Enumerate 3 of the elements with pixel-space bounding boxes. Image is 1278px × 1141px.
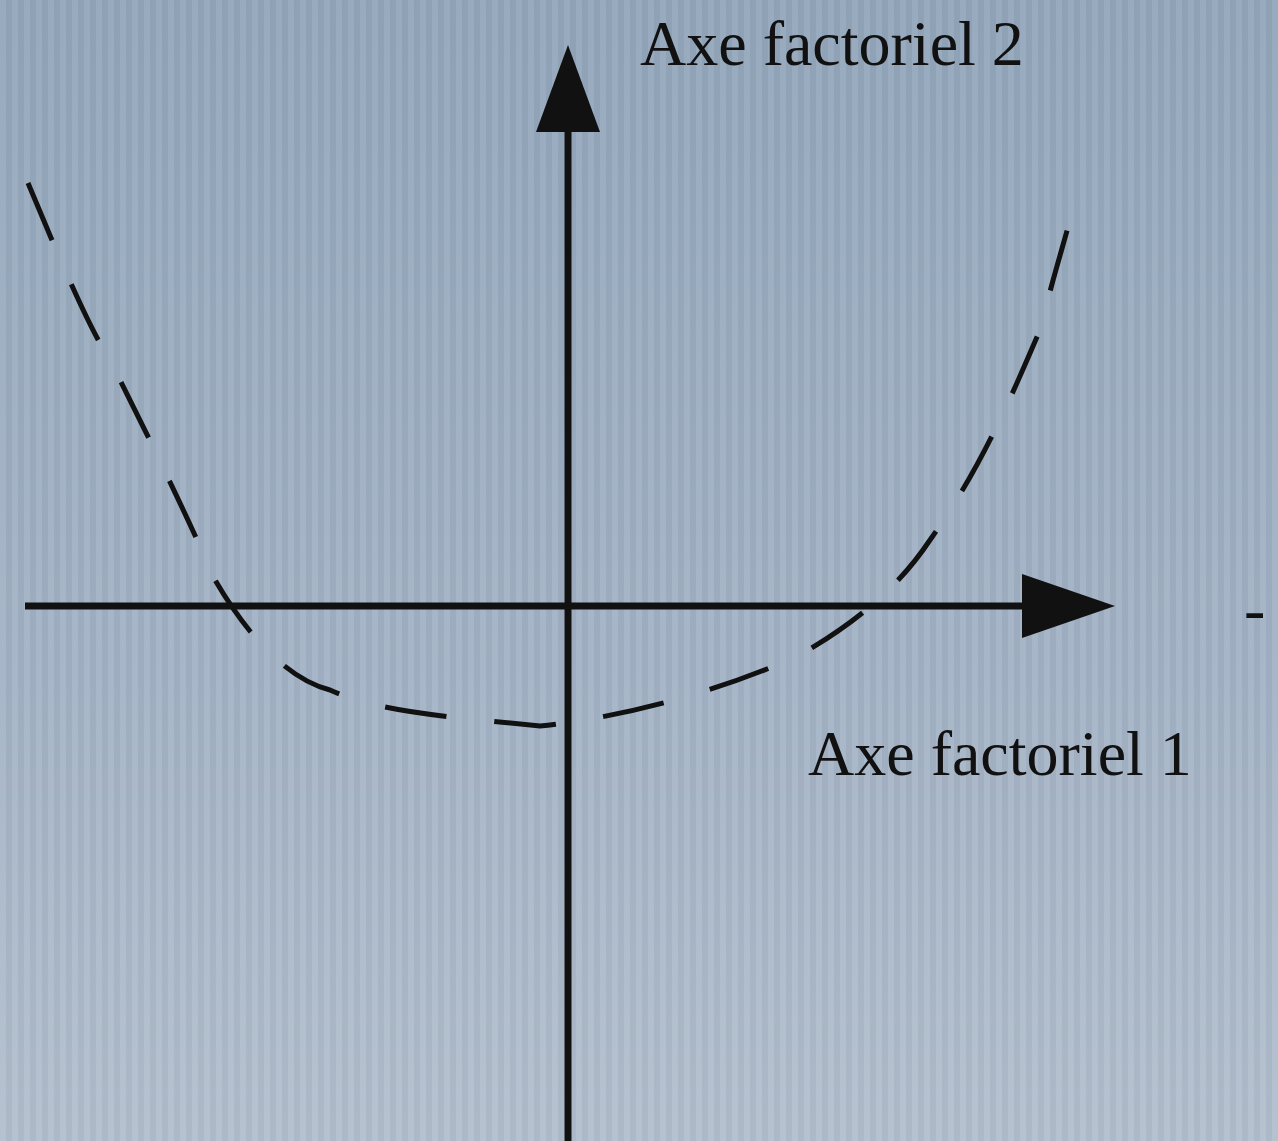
minus-sign: -: [1244, 578, 1266, 642]
axis-label: Axe factoriel 2: [640, 12, 1024, 76]
axis-label: Axe factoriel 1: [808, 722, 1192, 786]
